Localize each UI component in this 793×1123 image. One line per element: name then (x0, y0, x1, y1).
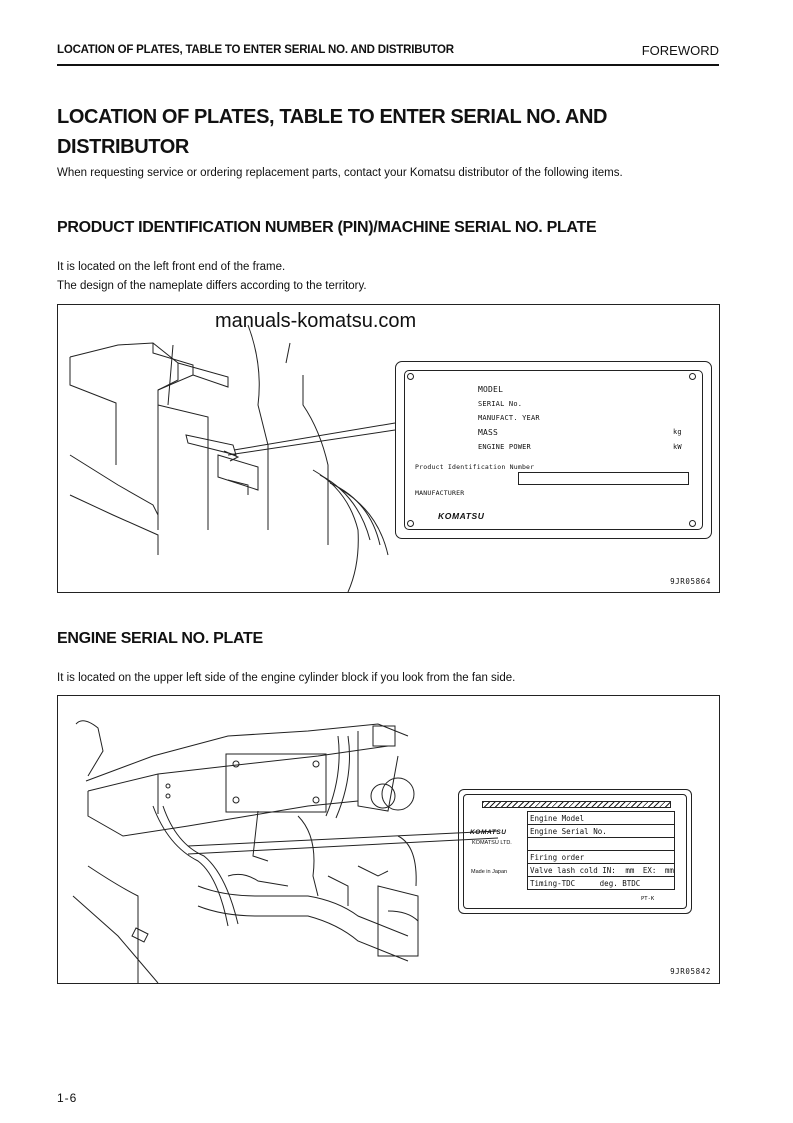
engine-model-cell: Engine Model (527, 811, 675, 825)
engine-plate-figure: KOMATSU KOMATSU LTD. Made in Japan Engin… (57, 695, 720, 984)
engine-figure-code: 9JR05842 (670, 967, 711, 976)
engine-plate-made-in: Made in Japan (471, 869, 508, 875)
frame-illustration (69, 324, 396, 592)
engine-komatsu-logo: KOMATSU (470, 829, 507, 836)
pin-figure-code: 9JR05864 (670, 577, 711, 586)
intro-text: When requesting service or ordering repl… (57, 167, 623, 179)
plate-hatch-band (482, 801, 671, 808)
engine-location-text: It is located on the upper left side of … (57, 672, 516, 684)
plate-manufacturer-label: MANUFACTURER (415, 489, 465, 497)
plate-power-unit: kW (673, 443, 682, 451)
engine-serial-plate: KOMATSU KOMATSU LTD. Made in Japan Engin… (458, 789, 692, 914)
pin-section-heading: PRODUCT IDENTIFICATION NUMBER (PIN)/MACH… (57, 219, 597, 236)
plate-mass-label: MASS (478, 428, 499, 437)
engine-section-heading: ENGINE SERIAL NO. PLATE (57, 630, 263, 647)
plate-serial-label: SERIAL No. (478, 400, 523, 408)
valve-lash-cell: Valve lash cold IN: mm EX: mm (527, 863, 675, 877)
plate-year-label: MANUFACT. YEAR (478, 414, 540, 422)
plate-power-label: ENGINE POWER (478, 443, 531, 451)
page-title: LOCATION OF PLATES, TABLE TO ENTER SERIA… (57, 106, 608, 158)
engine-plate-company: KOMATSU LTD. (472, 840, 512, 846)
pin-plate-figure: manuals-komatsu.com MODEL SERIAL No. MAN… (57, 304, 720, 593)
engine-serial-cell: Engine Serial No. (527, 824, 675, 838)
engine-illustration (72, 720, 499, 983)
header-chapter: FOREWORD (641, 43, 719, 58)
pin-location-text: It is located on the left front end of t… (57, 258, 367, 296)
rivet-hole-icon (407, 373, 414, 380)
rivet-hole-icon (689, 373, 696, 380)
timing-cell: Timing-TDC deg. BTDC (527, 876, 675, 890)
plate-model-label: MODEL (478, 385, 504, 394)
plate-pin-field (518, 472, 689, 485)
pin-line-2: The design of the nameplate differs acco… (57, 280, 367, 292)
pin-line-1: It is located on the left front end of t… (57, 261, 286, 273)
engine-blank-cell (527, 837, 675, 851)
plate-mass-unit: kg (673, 428, 682, 436)
engine-plate-table: Engine Model Engine Serial No. Firing or… (527, 811, 675, 890)
engine-plate-code: PT-K (641, 896, 655, 902)
firing-order-cell: Firing order (527, 850, 675, 864)
page-header: LOCATION OF PLATES, TABLE TO ENTER SERIA… (57, 40, 719, 66)
komatsu-logo: KOMATSU (438, 511, 485, 521)
watermark-text: manuals-komatsu.com (215, 310, 417, 332)
rivet-hole-icon (407, 520, 414, 527)
rivet-hole-icon (689, 520, 696, 527)
header-section-title: LOCATION OF PLATES, TABLE TO ENTER SERIA… (57, 44, 454, 56)
plate-pin-label: Product Identification Number (415, 463, 535, 471)
page-number: 1-6 (57, 1091, 78, 1105)
machine-serial-plate: MODEL SERIAL No. MANUFACT. YEAR MASS kg … (395, 361, 712, 539)
